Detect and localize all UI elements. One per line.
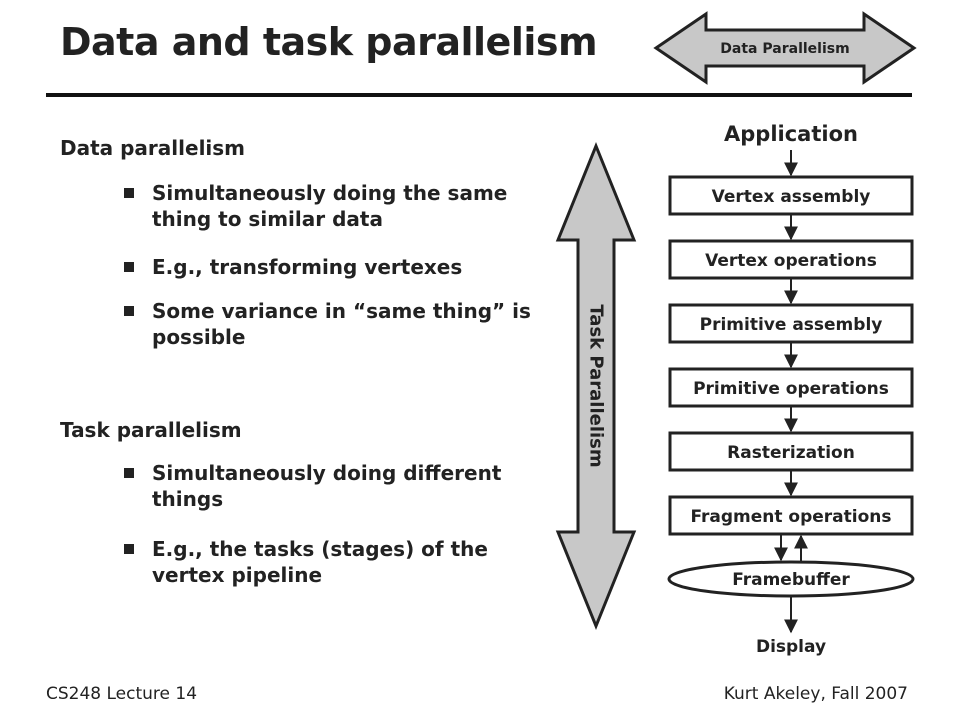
stage-box-primitive-assembly [668, 303, 914, 344]
framebuffer-node [667, 560, 915, 598]
stage-box-vertex-assembly [668, 175, 914, 216]
footer-author: Kurt Akeley, Fall 2007 [723, 684, 908, 704]
stage-label-primitive-operations: Primitive operations [693, 379, 889, 399]
stage-label-primitive-assembly: Primitive assembly [700, 315, 883, 335]
title-divider [46, 93, 912, 97]
heading-data-parallelism: Data parallelism [60, 136, 246, 160]
data-parallelism-arrow [653, 11, 917, 85]
bullet-simultaneously-different: Simultaneously doing different things [124, 460, 532, 512]
data-parallelism-label: Data Parallelism [720, 41, 849, 57]
stage-box-fragment-operations [668, 495, 914, 536]
stage-label-vertex-assembly: Vertex assembly [712, 187, 871, 207]
display-label: Display [756, 637, 826, 657]
bullet-simultaneously-same: Simultaneously doing the same thing to s… [124, 180, 532, 232]
bullet-transforming-vertexes: E.g., transforming vertexes [124, 254, 532, 280]
bullet-tasks-stages: E.g., the tasks (stages) of the vertex p… [124, 536, 532, 588]
framebuffer-label: Framebuffer [732, 570, 850, 590]
slide-title: Data and task parallelism [60, 20, 598, 64]
stage-label-rasterization: Rasterization [727, 443, 855, 463]
footer-course: CS248 Lecture 14 [46, 684, 198, 704]
heading-task-parallelism: Task parallelism [60, 418, 242, 442]
stage-box-vertex-operations [668, 239, 914, 280]
bullet-some-variance: Some variance in “same thing” is possibl… [124, 299, 531, 349]
stage-box-rasterization [668, 431, 914, 472]
stage-label-fragment-operations: Fragment operations [690, 507, 891, 527]
application-label: Application [724, 122, 858, 146]
stage-label-vertex-operations: Vertex operations [705, 251, 877, 271]
task-parallelism-label: Task Parallelism [586, 304, 607, 467]
task-parallelism-arrow [555, 141, 637, 631]
